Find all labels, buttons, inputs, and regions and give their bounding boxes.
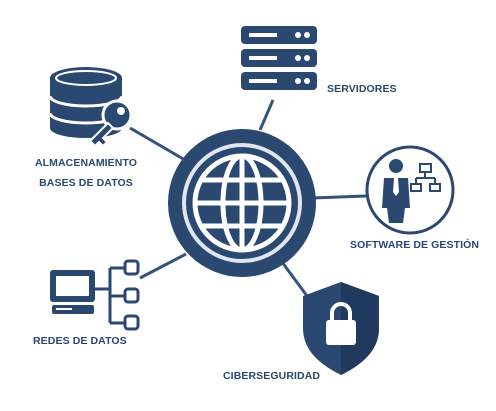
label-networks-line-1: REDES DE DATOS xyxy=(33,335,127,347)
connector-networks xyxy=(139,252,187,280)
label-servers: SERVIDORES xyxy=(327,83,397,95)
label-storage-line-2: BASES DE DATOS xyxy=(39,177,133,189)
label-security-line-1: CIBERSEGURIDAD xyxy=(223,370,321,382)
connector-security xyxy=(280,261,312,301)
connector-servers xyxy=(258,99,275,131)
shield-lock-icon xyxy=(303,282,379,375)
database-key-icon xyxy=(48,67,133,148)
person-org-chart-icon xyxy=(365,145,455,235)
connector-storage xyxy=(129,126,186,162)
connector-software xyxy=(311,194,367,200)
label-networks: REDES DE DATOS xyxy=(33,335,127,347)
label-software-line-1: SOFTWARE DE GESTIÓN xyxy=(350,239,480,251)
globe-icon xyxy=(168,129,316,277)
label-servers-line-1: SERVIDORES xyxy=(327,83,397,95)
label-security: CIBERSEGURIDAD xyxy=(223,370,320,382)
server-rack-icon xyxy=(241,26,317,90)
label-storage-line-1: ALMACENAMIENTO xyxy=(34,157,138,169)
connector-lines xyxy=(129,99,367,301)
label-software: SOFTWARE DE GESTIÓN xyxy=(350,239,479,251)
computer-network-icon xyxy=(50,259,140,331)
label-storage: ALMACENAMIENTO BASES DE DATOS xyxy=(30,153,142,193)
